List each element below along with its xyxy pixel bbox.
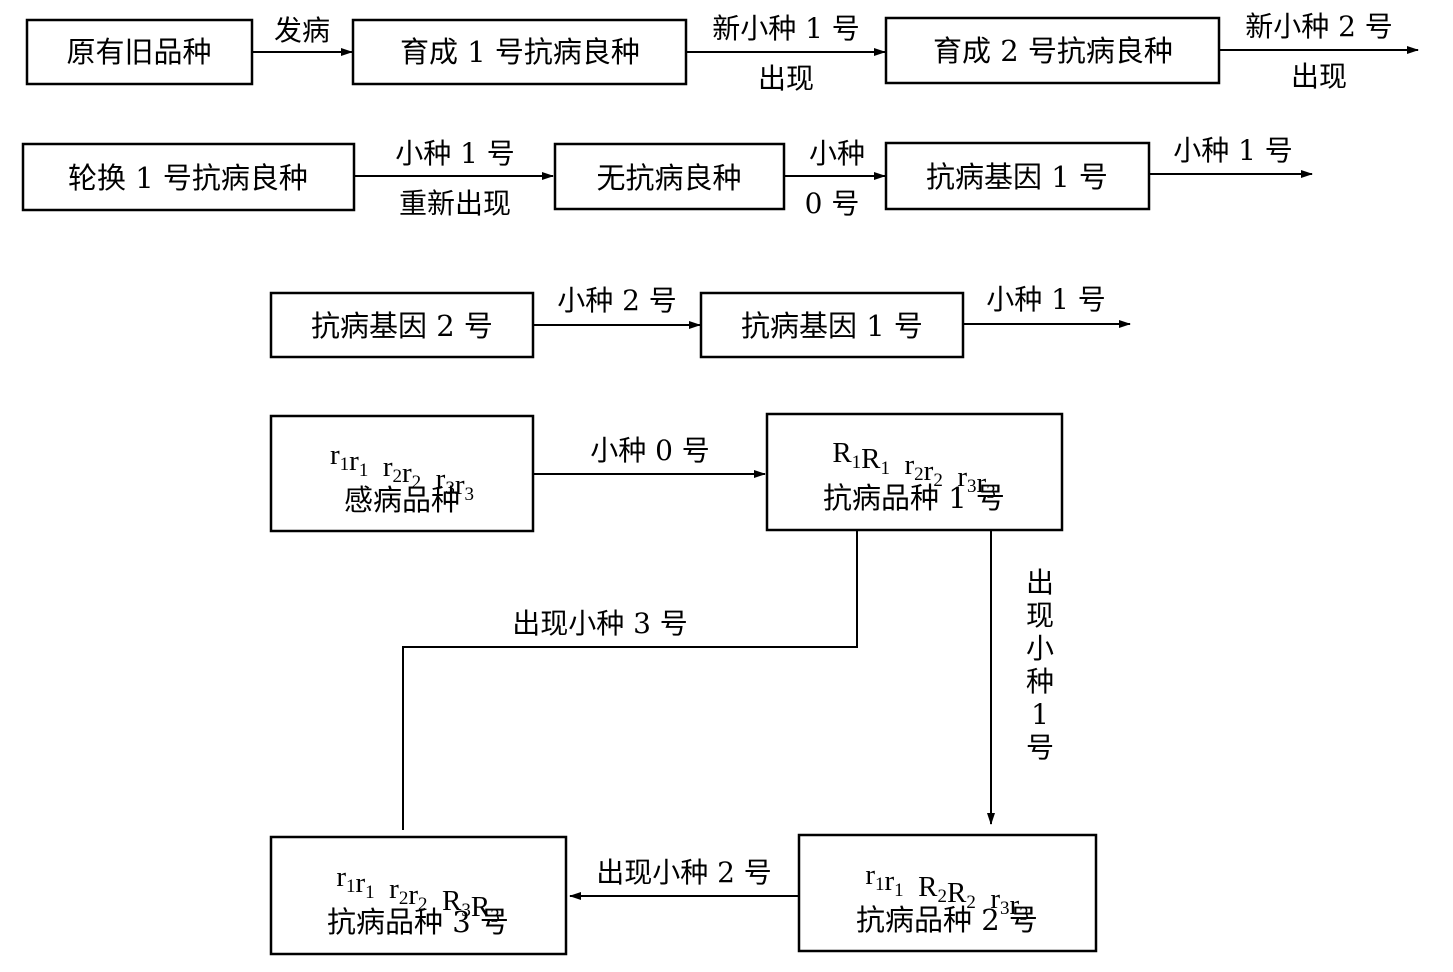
vertical-label-char: 现 [1026,599,1054,632]
arrow-new-race-1-top: 新小种 1 号 [712,12,860,45]
box-resistance-gene-1-b-label: 抗病基因 1 号 [741,309,923,343]
box-rotation-variety-1-label: 轮换 1 号抗病良种 [68,161,308,195]
box-bred-variety-1 [351,18,688,86]
box-resistant-variety-3 [269,835,568,956]
resistant-1-name: 抗病品种 1 号 [823,481,1005,515]
connector-race-3 [402,530,858,830]
arrow-new-race-1-bottom: 出现 [758,62,814,95]
vertical-label-char: 小 [1026,632,1054,665]
arrow-race-1-b-label: 小种 1 号 [986,283,1106,316]
box-resistant-variety-1 [765,412,1064,532]
vertical-label-char: 种 [1026,665,1054,698]
resistant-2-genotype: r1r1 R2R2 r3r3 [865,859,1028,925]
row-2: 轮换 1 号抗病良种 小种 1 号 重新出现 无抗病良种 小种 0 号 抗病基因… [21,134,1313,220]
box-resistance-gene-2-label: 抗病基因 2 号 [311,309,493,343]
arrow-race-1-reappears-bottom: 重新出现 [399,187,511,220]
box-no-resistant-variety-label: 无抗病良种 [596,161,741,195]
vertical-label-char: 出 [1026,566,1054,599]
arrow-race-1-reappears-top: 小种 1 号 [395,137,515,170]
box-original-variety [25,18,254,86]
box-resistance-gene-1-a-label: 抗病基因 1 号 [926,160,1108,194]
box-resistance-gene-1-a [884,141,1151,211]
arrow-new-race-2-top: 新小种 2 号 [1245,10,1393,43]
box-rotation-variety-1 [21,142,356,212]
arrow-race-1-a-label: 小种 1 号 [1173,134,1293,167]
arrow-race-2-cycle-label: 出现小种 2 号 [596,856,772,889]
box-bred-variety-2-label: 育成 2 号抗病良种 [933,34,1173,68]
box-bred-variety-1-label: 育成 1 号抗病良种 [400,35,640,69]
box-susceptible-variety [269,414,535,533]
resistant-2-name: 抗病品种 2 号 [856,903,1038,937]
box-resistance-gene-2 [269,291,535,359]
variety-cycle: r1r1 r2r2 r3r3 感病品种 小种 0 号 R1R1 r2r2 r3r… [269,412,1098,956]
resistant-3-name: 抗病品种 3 号 [327,905,509,939]
susceptible-name: 感病品种 [344,483,460,517]
resistant-3-genotype: r1r1 r2r2 R3R3 [336,861,499,927]
vertical-label-char: 1 [1031,698,1049,731]
row-1: 原有旧品种 发病 育成 1 号抗病良种 新小种 1 号 出现 育成 2 号抗病良… [25,10,1419,95]
box-resistant-variety-2 [797,833,1098,953]
vertical-label-char: 号 [1026,731,1054,764]
box-bred-variety-2 [884,16,1221,85]
arrow-race-2-label: 小种 2 号 [557,284,677,317]
susceptible-genotype: r1r1 r2r2 r3r3 [330,439,474,505]
row-3: 抗病基因 2 号 小种 2 号 抗病基因 1 号 小种 1 号 [269,283,1131,359]
arrow-race-0-top: 小种 [809,137,865,170]
resistant-1-genotype: R1R1 r2r2 r3r3 [832,437,995,503]
arrow-new-race-2-bottom: 出现 [1291,60,1347,93]
box-original-variety-label: 原有旧品种 [66,35,211,69]
arrow-race-0-bottom: 0 号 [805,187,860,220]
connector-race-3-label: 出现小种 3 号 [512,607,688,640]
arrow-race-0-cycle-label: 小种 0 号 [590,434,710,467]
arrow-disease-label: 发病 [274,14,330,47]
